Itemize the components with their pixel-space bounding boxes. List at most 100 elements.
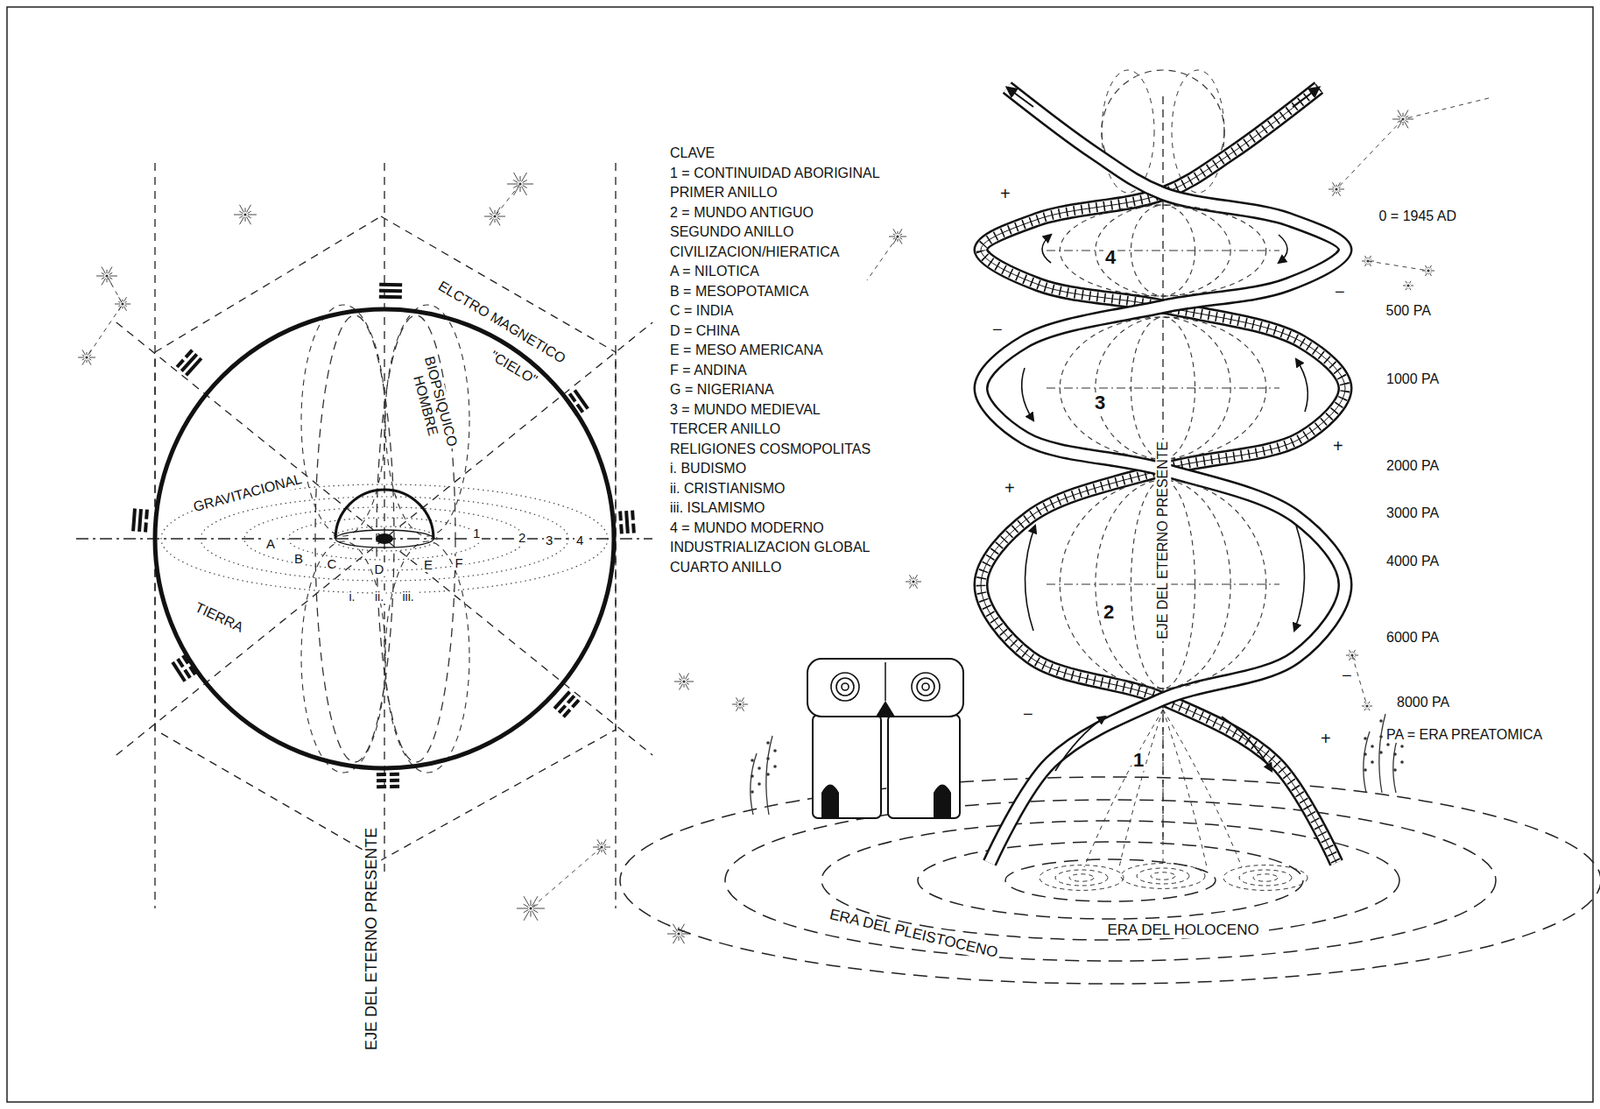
stars bbox=[77, 98, 1489, 944]
helix-strand-bricks bbox=[980, 87, 1346, 863]
star-ray bbox=[1425, 273, 1428, 276]
star-ray bbox=[603, 849, 607, 855]
star-ray bbox=[122, 299, 124, 302]
dolmen-pillar bbox=[812, 714, 882, 818]
page-frame bbox=[7, 7, 1593, 1102]
star-ray bbox=[1354, 655, 1356, 658]
field-label: GRAVITACIONAL bbox=[189, 470, 305, 515]
key-text: 4 = MUNDO MODERNO bbox=[668, 520, 826, 536]
star-ray bbox=[523, 895, 530, 906]
strand-arrow bbox=[1007, 87, 1034, 107]
date-mark: 3000 PA bbox=[1384, 505, 1441, 522]
star-ray bbox=[1430, 267, 1432, 270]
star-ray bbox=[1361, 705, 1365, 707]
dolmen-notch bbox=[875, 700, 896, 717]
constellation-line bbox=[1352, 655, 1368, 706]
star-ray bbox=[247, 211, 252, 213]
plant-bud bbox=[1379, 750, 1383, 755]
star-ray bbox=[82, 359, 85, 361]
helix-strand-outline bbox=[980, 87, 1346, 863]
flow-arrow bbox=[1024, 525, 1036, 631]
ground-swirl bbox=[1150, 872, 1176, 880]
star-ray bbox=[489, 218, 494, 226]
trigram-bar bbox=[563, 395, 579, 417]
star-ray bbox=[909, 584, 913, 589]
star-ray bbox=[685, 672, 690, 679]
star-ray bbox=[523, 909, 529, 913]
callout-letter: B bbox=[292, 551, 305, 567]
constellation-line bbox=[1336, 119, 1403, 190]
star-ray bbox=[522, 180, 528, 184]
callout-letter: F bbox=[453, 556, 466, 571]
polarity-sign: + bbox=[998, 183, 1013, 204]
star-ray bbox=[489, 212, 494, 215]
star-ray bbox=[1367, 702, 1368, 705]
star-ray bbox=[604, 848, 607, 851]
date-mark: 500 PA bbox=[1384, 303, 1433, 319]
dashed-line bbox=[116, 322, 653, 755]
trigram bbox=[618, 509, 636, 534]
star-ray bbox=[1430, 270, 1435, 272]
fan-line bbox=[1119, 709, 1163, 867]
star-ray bbox=[1354, 655, 1359, 656]
dolmen-seam bbox=[884, 662, 887, 701]
star-ray bbox=[1410, 285, 1414, 287]
star-ray bbox=[1361, 260, 1366, 262]
star-ray bbox=[1397, 115, 1402, 118]
axis-label: EJE DEL ETERNO PRESENTE bbox=[1155, 439, 1171, 642]
ground-swirl bbox=[1253, 874, 1278, 882]
star-ray bbox=[900, 236, 907, 238]
trigram-bar bbox=[183, 669, 191, 679]
trigram-bar bbox=[137, 508, 143, 532]
star-dot bbox=[1426, 268, 1430, 272]
plant-bud bbox=[757, 766, 762, 770]
star-ray bbox=[1402, 285, 1406, 287]
dolmen-spiral bbox=[836, 677, 854, 696]
star-ray bbox=[1367, 257, 1369, 259]
star-ray bbox=[1346, 655, 1350, 656]
dolmen-opening bbox=[821, 784, 839, 819]
orbit-ellipse bbox=[200, 496, 569, 581]
callout-letter: E bbox=[422, 557, 435, 573]
star bbox=[1402, 281, 1414, 290]
plant-bud bbox=[773, 748, 777, 753]
star-ray bbox=[909, 574, 913, 579]
star-ray bbox=[239, 217, 245, 226]
star-ray bbox=[489, 218, 494, 220]
star-ray bbox=[678, 683, 682, 685]
date-mark: 8000 PA bbox=[1395, 694, 1452, 711]
date-mark: 6000 PA bbox=[1384, 629, 1441, 646]
star-ray bbox=[686, 678, 690, 681]
star-ray bbox=[899, 239, 903, 245]
star-ray bbox=[1349, 657, 1352, 661]
main-circle bbox=[155, 309, 614, 769]
star-ray bbox=[1367, 708, 1368, 711]
star-ray bbox=[1364, 701, 1367, 705]
star-dot bbox=[911, 579, 915, 583]
polarity-sign: − bbox=[1339, 665, 1354, 685]
star-ray bbox=[597, 838, 601, 845]
trigram-bar bbox=[376, 778, 387, 783]
star-ray bbox=[86, 352, 88, 355]
star-ray bbox=[109, 272, 113, 275]
star-ray bbox=[667, 933, 677, 935]
star-dot bbox=[738, 702, 741, 705]
trigram-bar bbox=[389, 772, 400, 776]
star-ray bbox=[124, 296, 127, 302]
centre-ellipse bbox=[335, 529, 434, 548]
star-ray bbox=[125, 305, 127, 307]
star-ray bbox=[1369, 255, 1372, 259]
star-ray bbox=[1339, 189, 1345, 191]
plant-stem bbox=[750, 753, 757, 815]
star-ray bbox=[1348, 655, 1350, 658]
star-ray bbox=[1405, 119, 1414, 120]
star-ray bbox=[742, 704, 748, 705]
star-ray bbox=[1404, 283, 1407, 285]
star-ray bbox=[507, 183, 518, 185]
field-lobe bbox=[385, 541, 470, 773]
star-ray bbox=[108, 267, 113, 275]
key-text: G = NIGERIANA bbox=[668, 381, 776, 398]
star-ray bbox=[1338, 191, 1341, 197]
star-ray bbox=[1405, 120, 1410, 123]
star-ray bbox=[522, 185, 528, 189]
